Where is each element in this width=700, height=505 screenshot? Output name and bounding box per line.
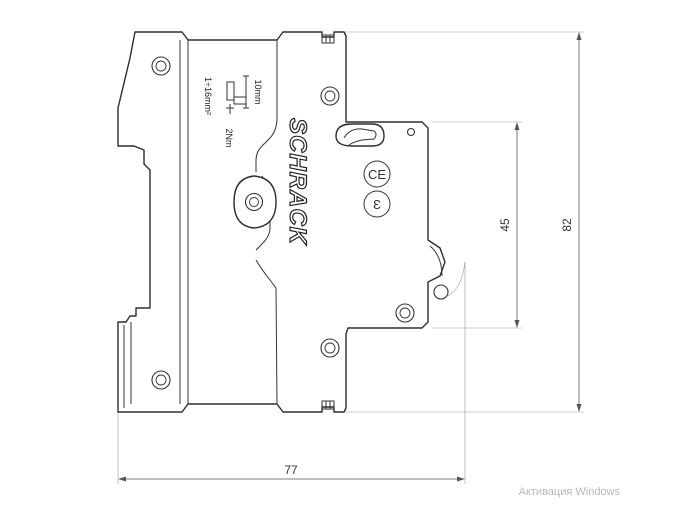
brand-logo-text: SCHRACK — [284, 118, 311, 246]
dimension-82-label: 82 — [560, 218, 574, 232]
ce-mark: CE — [363, 160, 391, 188]
small-rivet — [406, 127, 416, 137]
rivet-front-bottom — [395, 303, 415, 323]
terminal-spec-icon — [226, 75, 249, 114]
earth-mark: Ɛ — [363, 190, 391, 218]
dimension-77-label: 77 — [284, 463, 298, 477]
rivet-left-top — [151, 56, 171, 76]
dimension-77: 77 — [118, 463, 465, 482]
strip-length-label: 10mm — [253, 79, 263, 104]
wire-section-label: 1÷16mm² — [203, 77, 213, 115]
rivet-left-bottom — [151, 370, 171, 390]
breaker-body-outline — [117, 31, 446, 413]
dimension-45: 45 — [498, 122, 520, 328]
dimension-45-label: 45 — [498, 218, 512, 232]
torque-label: 2Nm — [224, 128, 234, 147]
terminal-clip-top — [321, 34, 335, 44]
ce-mark-label: CE — [368, 167, 386, 182]
windows-activation-watermark: Активация Windows — [518, 486, 620, 498]
lever-slot — [335, 123, 385, 147]
rivet-right-bottom — [320, 338, 340, 358]
toggle-knob — [429, 245, 466, 300]
terminal-clip-bottom — [321, 400, 335, 410]
rivet-right-top — [320, 86, 340, 106]
svg-text:Ɛ: Ɛ — [373, 197, 381, 212]
dimension-82: 82 — [560, 32, 582, 412]
